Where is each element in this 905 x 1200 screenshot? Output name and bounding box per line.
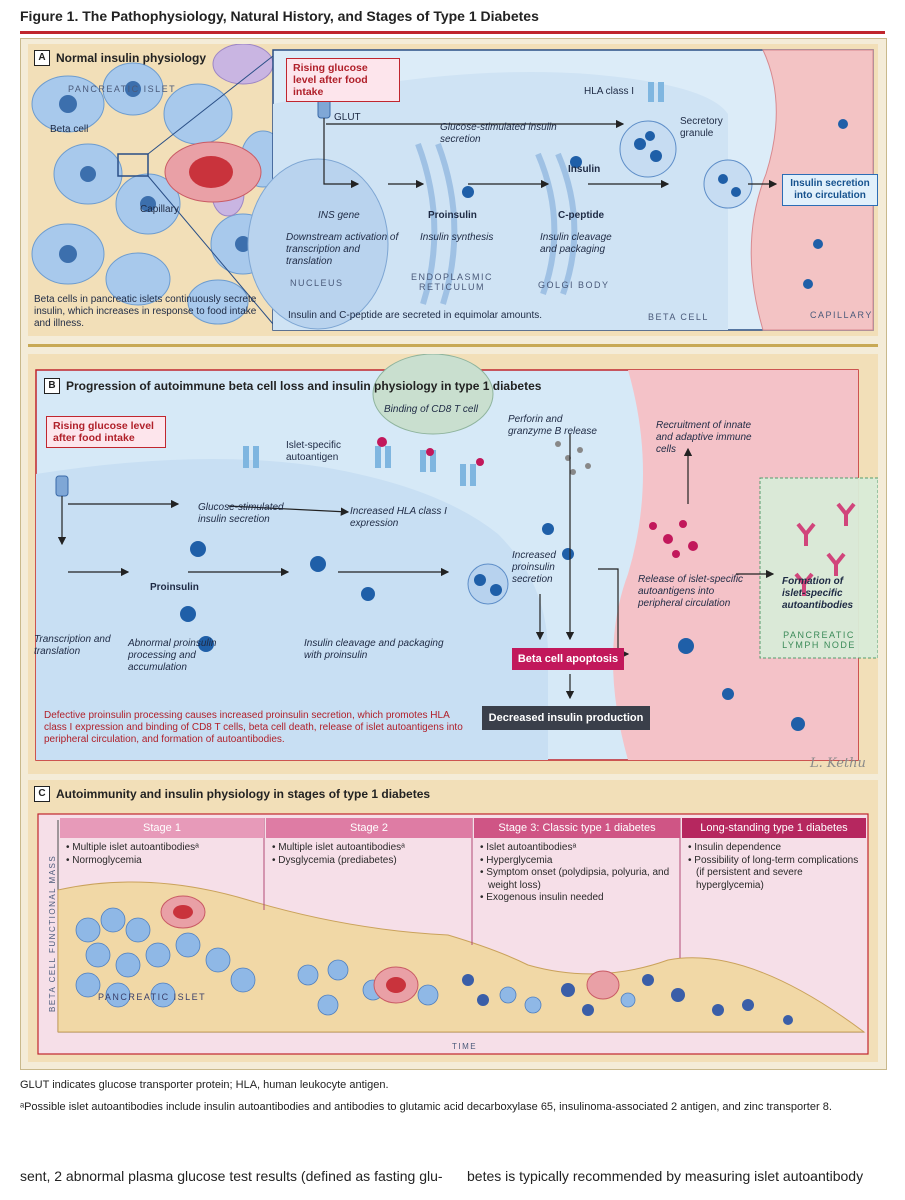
c-peptide-label: C-peptide — [558, 210, 605, 221]
capillary-label: Capillary — [140, 204, 179, 215]
insulin-secretion-box: Insulin secretion into circulation — [782, 174, 878, 206]
stage-3-header: Stage 3: Classic type 1 diabetes — [474, 818, 680, 838]
autoantigen-label: Islet-specific autoantigen — [286, 440, 342, 463]
insulin-synthesis-label: Insulin synthesis — [420, 232, 494, 243]
abbrev-note: GLUT indicates glucose transporter prote… — [20, 1079, 389, 1091]
panel-a-title: Normal insulin physiology — [56, 51, 207, 65]
x-axis-label: TIME — [452, 1042, 478, 1051]
proinsulin-label-b: Proinsulin — [150, 582, 199, 593]
artist-signature: L. Kethu — [810, 756, 866, 771]
stage-1-item: • Multiple islet autoantibodiesᵃ — [66, 842, 199, 853]
gsis-label-b: Glucose-stimulated insulin secretion — [198, 502, 284, 525]
stage-longstanding-item: • Insulin dependence — [688, 842, 782, 853]
stage-2-item: • Dysglycemia (prediabetes) — [272, 854, 397, 866]
stage-longstanding-header: Long-standing type 1 diabetes — [682, 818, 866, 838]
abnormal-label: Abnormal proinsulin processing and accum… — [128, 638, 217, 673]
proinsulin-label-a: Proinsulin — [428, 210, 477, 221]
panel-c-letter: C — [34, 786, 50, 802]
lymph-node-label: PANCREATIC LYMPH NODE — [782, 630, 856, 650]
stage-2-header: Stage 2 — [266, 818, 472, 838]
body-text-left: sent, 2 abnormal plasma glucose test res… — [20, 1168, 443, 1184]
panel-a-letter: A — [34, 50, 50, 66]
panel-b-label: B Progression of autoimmune beta cell lo… — [44, 378, 541, 394]
beta-cell-label: Beta cell — [50, 124, 89, 135]
panel-b: B Progression of autoimmune beta cell lo… — [28, 354, 878, 774]
islet-note: Beta cells in pancreatic islets continuo… — [34, 294, 257, 329]
ins-gene-label: INS gene — [318, 210, 360, 221]
body-text-right: betes is typically recommended by measur… — [467, 1168, 864, 1184]
er-label: ENDOPLASMIC RETICULUM — [410, 272, 493, 292]
cleavage-label-a: Insulin cleavage and packaging — [540, 232, 612, 255]
nucleus-label: NUCLEUS — [290, 278, 344, 288]
stage-2: Stage 2 • Multiple islet autoantibodiesᵃ… — [266, 818, 472, 871]
footnote: ᵃPossible islet autoantibodies include i… — [20, 1101, 832, 1113]
panel-b-letter: B — [44, 378, 60, 394]
decreased-box: Decreased insulin production — [482, 706, 650, 730]
secretory-granule-label: Secretory granule — [680, 116, 723, 139]
beta-cell-caps-a: BETA CELL — [648, 312, 709, 322]
panel-c-title: Autoimmunity and insulin physiology in s… — [56, 787, 431, 801]
recruitment-label: Recruitment of innate and adaptive immun… — [656, 420, 752, 455]
hla-label-b: Increased HLA class I expression — [350, 506, 447, 529]
equimolar-note: Insulin and C-peptide are secreted in eq… — [288, 310, 543, 321]
y-axis-label: BETA CELL FUNCTIONAL MASS — [48, 854, 57, 1012]
downstream-label: Downstream activation of transcription a… — [286, 232, 399, 267]
capillary-caps: CAPILLARY — [810, 310, 873, 320]
figure-title: Figure 1. The Pathophysiology, Natural H… — [20, 8, 539, 24]
panel-b-title: Progression of autoimmune beta cell loss… — [66, 379, 542, 393]
stage-3-item: • Symptom onset (polydipsia, polyuria, a… — [480, 867, 670, 891]
panel-divider-ab — [28, 344, 878, 347]
apoptosis-box: Beta cell apoptosis — [512, 648, 624, 670]
stage-3-item: • Islet autoantibodiesᵃ — [480, 842, 577, 853]
stage-longstanding: Long-standing type 1 diabetes • Insulin … — [682, 818, 866, 896]
stage-3-item: • Exogenous insulin needed — [480, 892, 604, 903]
stage-1-header: Stage 1 — [60, 818, 264, 838]
defective-note: Defective proinsulin processing causes i… — [44, 710, 463, 745]
cd8-label: Binding of CD8 T cell — [384, 404, 478, 415]
stage-2-item: • Multiple islet autoantibodiesᵃ — [272, 842, 405, 853]
glut-label: GLUT — [334, 112, 361, 123]
cleavage-label-b: Insulin cleavage and packaging with proi… — [304, 638, 444, 661]
golgi-label: GOLGI BODY — [538, 280, 610, 290]
panel-c-label: C Autoimmunity and insulin physiology in… — [34, 786, 430, 802]
perforin-label: Perforin and granzyme B release — [508, 414, 597, 437]
panel-c: C Autoimmunity and insulin physiology in… — [28, 780, 878, 1062]
transcription-label: Transcription and translation — [34, 634, 111, 657]
rising-glucose-box-a: Rising glucose level after food intake — [286, 58, 400, 102]
stage-3: Stage 3: Classic type 1 diabetes • Islet… — [474, 818, 680, 909]
stage-1-item: • Normoglycemia — [66, 854, 142, 866]
inc-proinsulin-label: Increased proinsulin secretion — [512, 550, 556, 585]
stage-longstanding-item: • Possibility of long-term complications… — [688, 854, 859, 891]
pancreatic-islet-label: PANCREATIC ISLET — [68, 84, 177, 94]
panel-b-art — [28, 354, 878, 774]
stage-3-item: • Hyperglycemia — [480, 854, 553, 866]
stage-1: Stage 1 • Multiple islet autoantibodiesᵃ… — [60, 818, 264, 871]
hla-label-a: HLA class I — [584, 86, 635, 97]
gsis-label-a: Glucose-stimulated insulin secretion — [440, 122, 557, 145]
rising-glucose-box-b: Rising glucose level after food intake — [46, 416, 166, 448]
insulin-label-a: Insulin — [568, 164, 601, 175]
title-rule — [20, 31, 885, 34]
pancreatic-islet-label-c: PANCREATIC ISLET — [98, 992, 207, 1002]
formation-label: Formation of islet-specific autoantibodi… — [782, 576, 854, 611]
panel-a: A Normal insulin physiology PANCREATIC I… — [28, 44, 878, 336]
release-label: Release of islet-specific autoantigens i… — [638, 574, 744, 609]
panel-a-label: A Normal insulin physiology — [34, 50, 206, 66]
